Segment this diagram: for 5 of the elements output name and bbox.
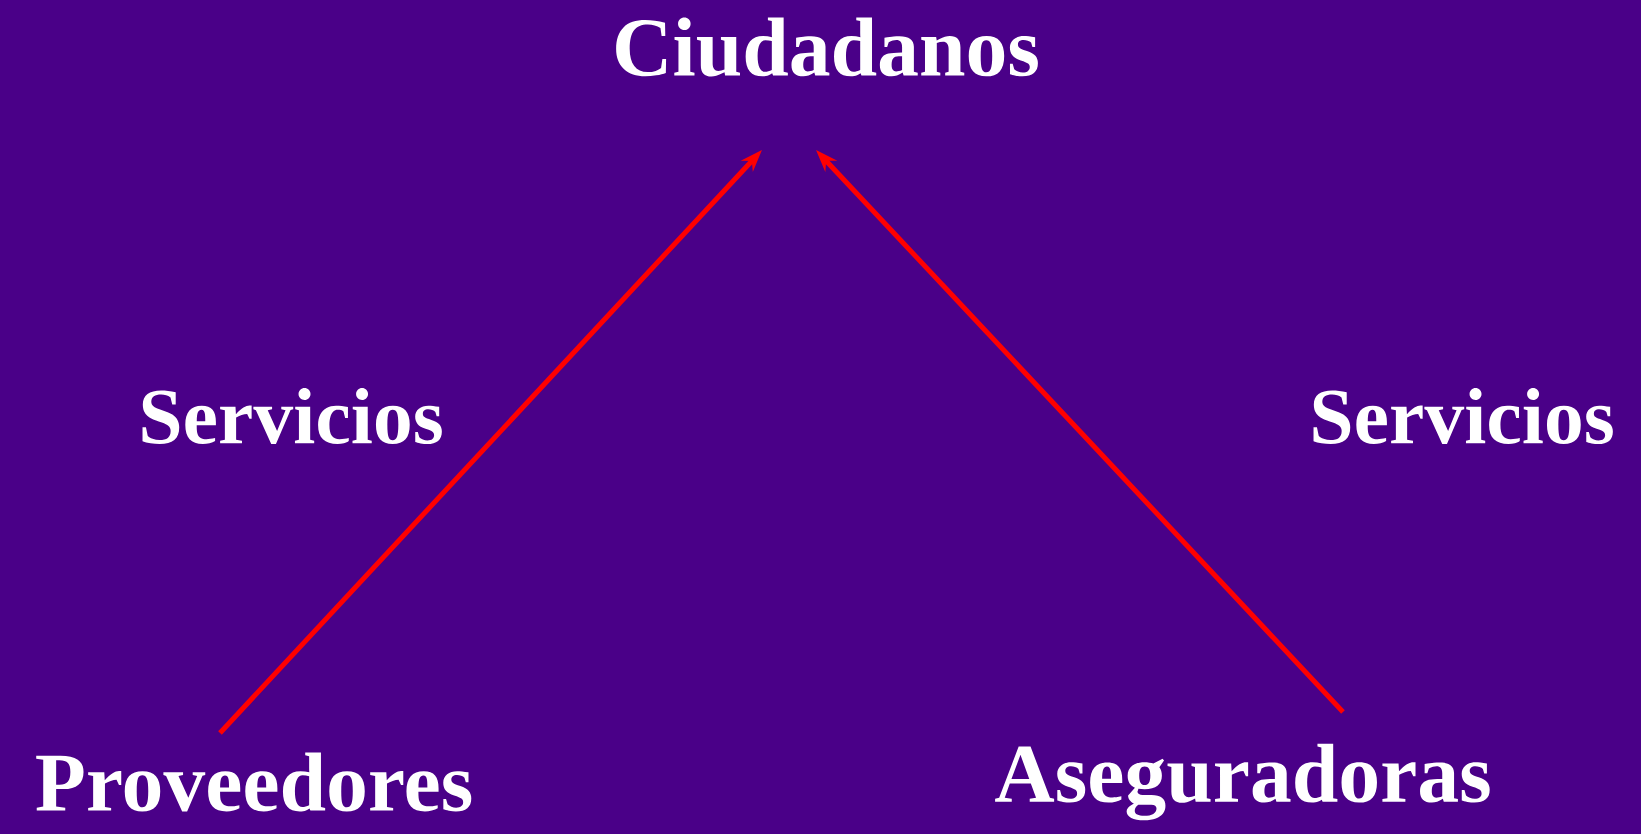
node-label: Proveedores (36, 752, 472, 812)
edge-label: Servicios (1313, 387, 1613, 445)
edge-label: Servicios (142, 387, 442, 445)
node-label: Ciudadanos (616, 17, 1038, 77)
node-label: Aseguradoras (995, 743, 1490, 821)
